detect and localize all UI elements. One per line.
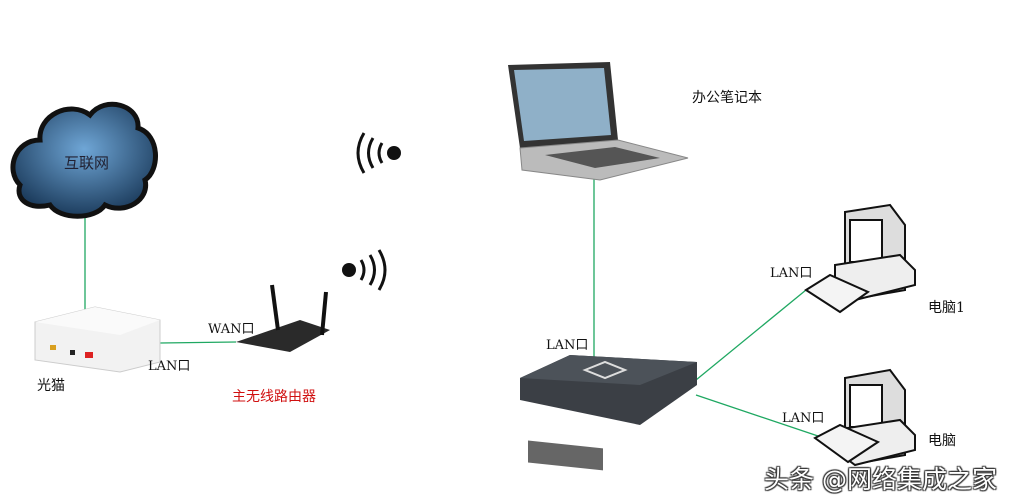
- switch-lan-port-label: LAN口: [546, 338, 589, 353]
- link-switch-pc2: [695, 394, 819, 437]
- pc1-label: 电脑1: [928, 300, 965, 316]
- router-icon: [236, 284, 330, 352]
- wifi-signal-icon: [356, 132, 401, 174]
- router-label: 主无线路由器: [232, 389, 316, 405]
- modem-icon: [34, 306, 161, 373]
- link-lines: [84, 178, 819, 437]
- watermark: 头条 @网络集成之家: [764, 465, 997, 494]
- modem-lan-port-label: LAN口: [148, 359, 191, 374]
- internet-label: 互联网: [64, 154, 110, 172]
- pc2-icon: [813, 368, 916, 467]
- laptop-label: 办公笔记本: [692, 90, 762, 106]
- laptop-icon: [508, 62, 689, 181]
- pc2-lan-port-label: LAN口: [782, 411, 825, 426]
- switch-icon: [520, 355, 697, 471]
- link-modem-router: [159, 341, 237, 344]
- cloud-icon: [10, 101, 158, 219]
- pc1-lan-port-label: LAN口: [770, 266, 813, 281]
- link-switch-pc1: [695, 289, 807, 381]
- modem-label: 光猫: [37, 378, 65, 394]
- pc2-label: 电脑: [928, 433, 956, 449]
- wifi-signal-icon: [342, 249, 387, 291]
- pc1-icon: [804, 203, 916, 314]
- router-wan-port-label: WAN口: [208, 322, 255, 337]
